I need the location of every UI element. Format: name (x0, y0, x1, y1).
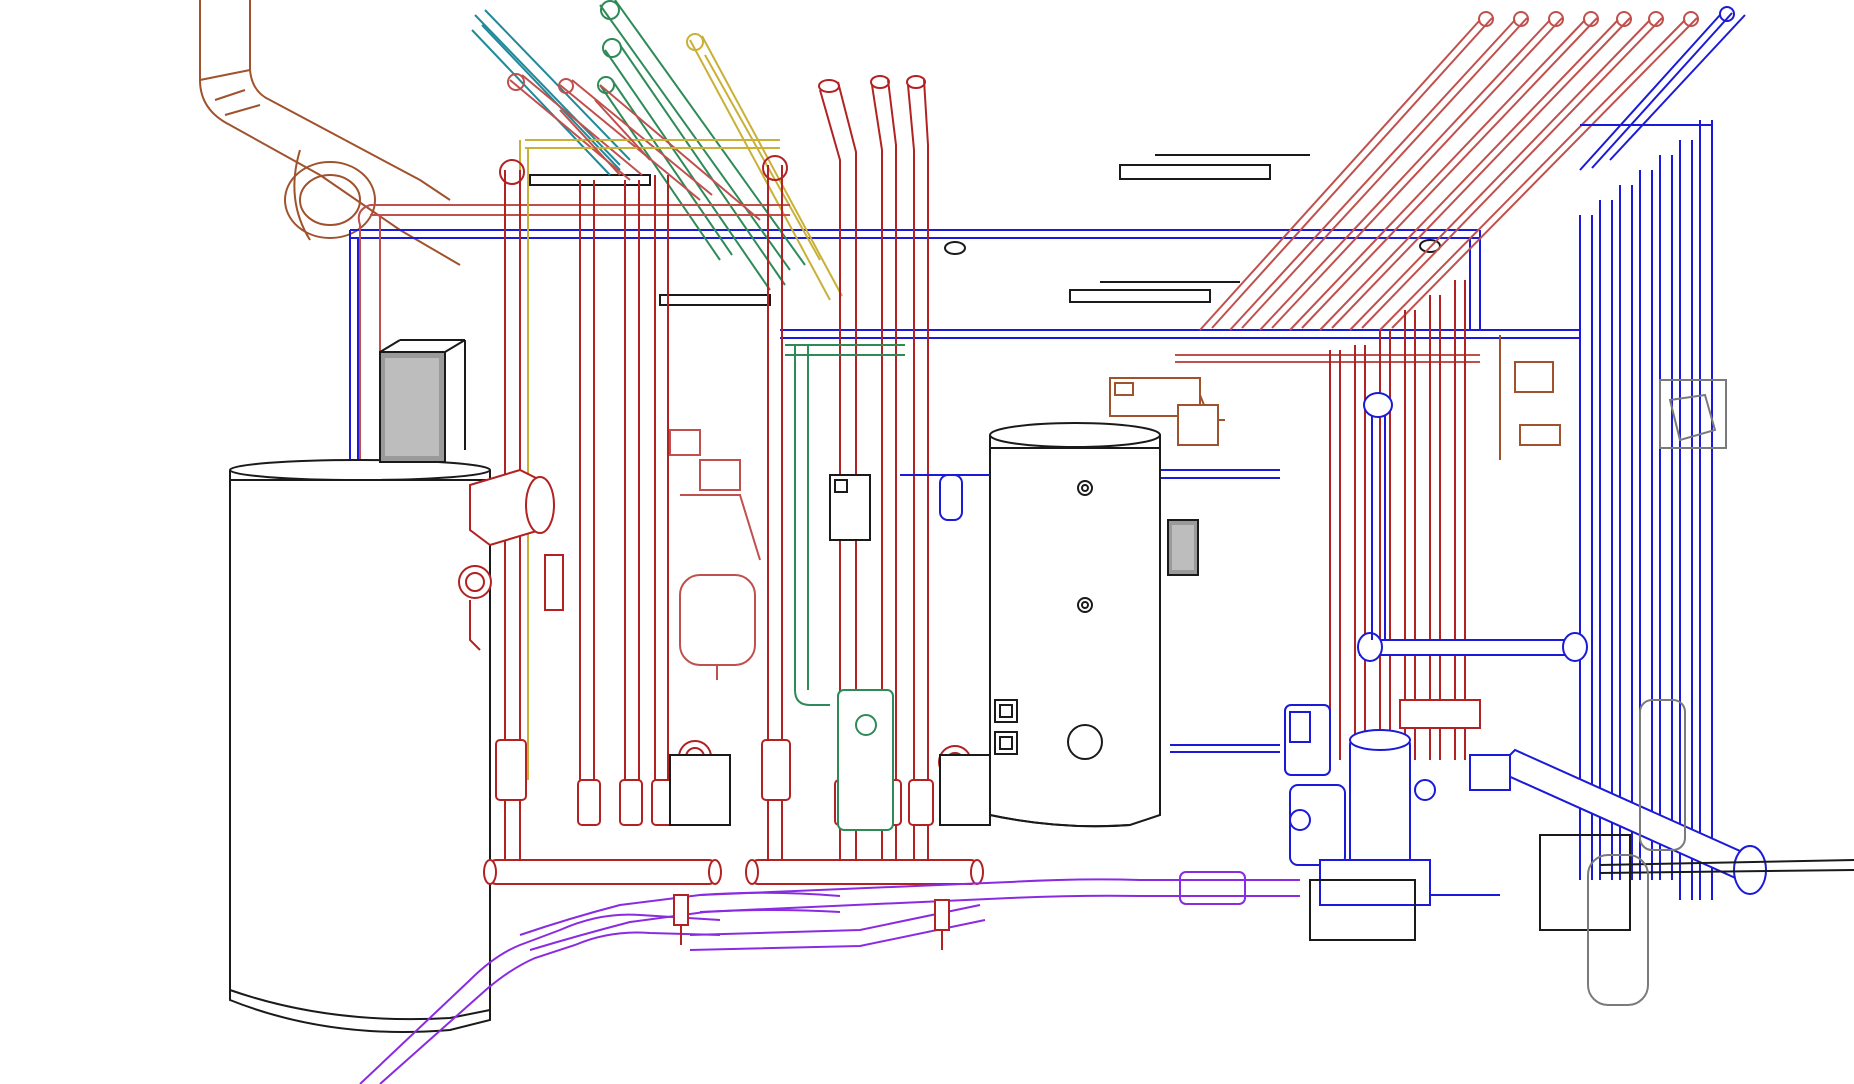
return-header (745, 859, 984, 885)
wall-brackets (529, 154, 1441, 306)
overhead-diagonal-pipes-left (471, 0, 843, 301)
chimney-flue (199, 0, 461, 266)
water-softener-tank (1587, 379, 1727, 1006)
heating-distribution-risers (1329, 280, 1481, 760)
booster-pump-set (1284, 704, 1436, 906)
diagonal-feed-pipes (559, 99, 651, 176)
overhead-diagonal-pipes-right-red (1175, 11, 1699, 363)
drain-lines (359, 871, 1300, 1084)
riser-valves (495, 739, 972, 826)
drain-valves (673, 894, 950, 950)
boiler-pump (458, 468, 564, 651)
heat-exchanger-panel (1167, 519, 1199, 576)
control-panel (1109, 377, 1225, 446)
center-control-cabinet (669, 474, 991, 826)
boiler-control-box (379, 339, 466, 463)
equipment-base (1309, 834, 1854, 941)
supply-header (483, 859, 722, 885)
overhead-diagonal-pipes-right-blue (1579, 6, 1746, 900)
storage-tank (989, 422, 1161, 828)
boiler-tank (229, 459, 491, 1033)
expansion-vessel (669, 429, 761, 680)
right-control-units (1499, 335, 1561, 460)
glycol-loop (785, 344, 905, 831)
small-blue-vessel (900, 474, 990, 521)
heating-vertical-risers (499, 75, 929, 870)
cold-water-manifold (1357, 392, 1767, 895)
